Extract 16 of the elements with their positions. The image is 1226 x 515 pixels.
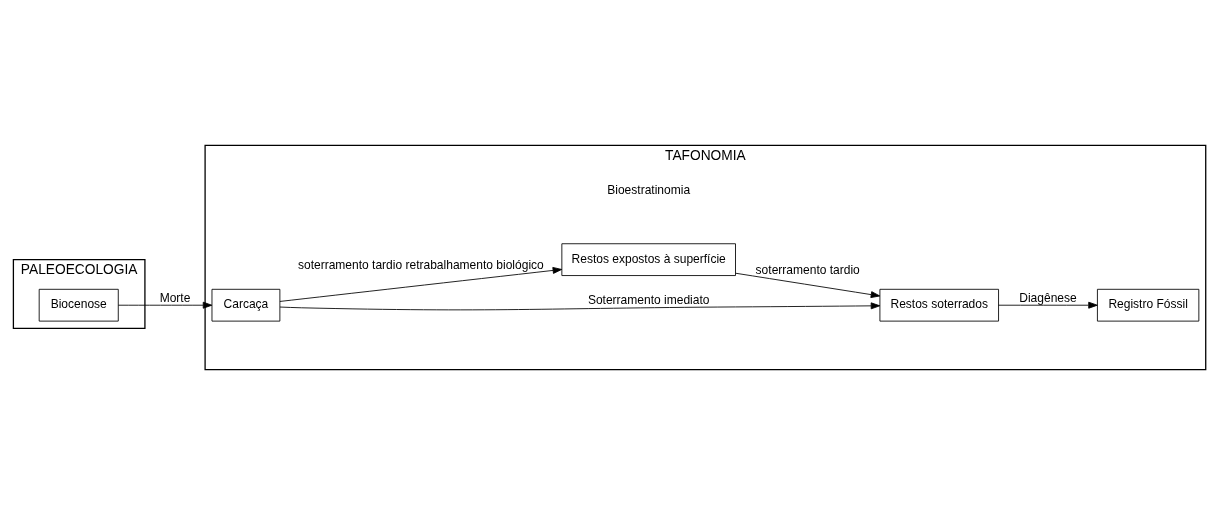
- edge-label: Morte: [159, 290, 191, 305]
- arrow: [279, 302, 881, 311]
- edge-label: Soterramento imediato: [587, 292, 710, 307]
- node-box: Registro Fóssil: [1097, 288, 1200, 322]
- arrow: [998, 301, 1098, 309]
- edge-label: soterramento tardio retrabalhamento biológico: [297, 258, 544, 273]
- node-box: Restos expostos à superfície: [561, 243, 736, 276]
- arrow: [735, 272, 881, 298]
- arrow: [279, 267, 563, 302]
- edge-label: Diagênese: [1019, 290, 1077, 305]
- arrow: [117, 301, 213, 309]
- node-box: Restos soterrados: [879, 288, 999, 322]
- label: Bioestratinomia: [607, 183, 691, 198]
- node-box: Carcaça: [211, 288, 281, 322]
- edge-label: soterramento tardio: [755, 263, 860, 278]
- node-box: Biocenose: [38, 288, 119, 322]
